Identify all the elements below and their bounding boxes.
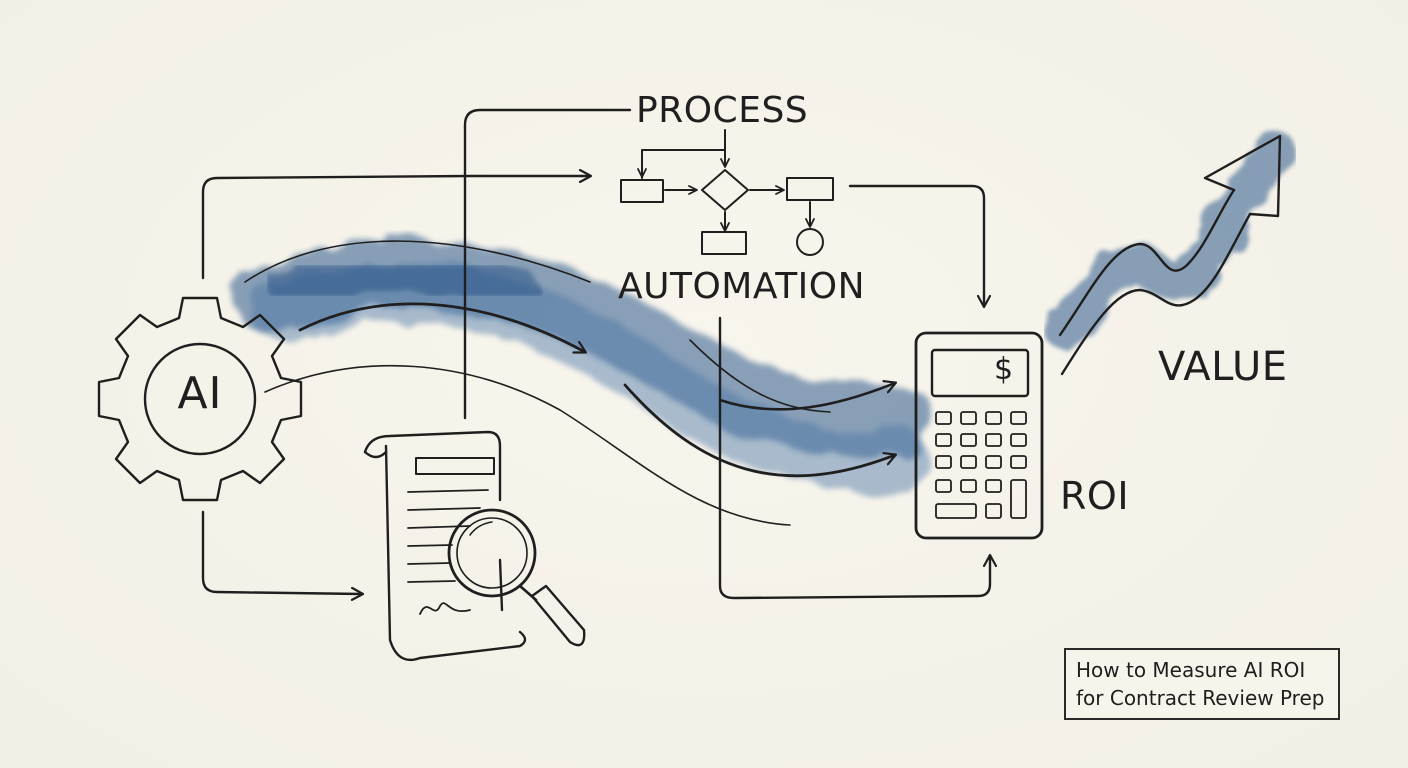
flow-arrow-1 [298,302,585,352]
guide-curve-mid [689,339,831,413]
connector-automation-to-roi [718,316,990,600]
title-box: How to Measure AI ROI for Contract Revie… [1064,648,1340,720]
value-label: VALUE [1158,344,1288,390]
magnifying-glass-icon [447,508,586,647]
ai-label: AI [177,368,223,419]
automation-label: AUTOMATION [618,266,866,307]
gear-icon [97,296,303,502]
roi-label: ROI [1060,474,1130,518]
trend-arrow-icon [1058,134,1282,376]
process-label: PROCESS [636,90,809,131]
flow-arrow-3 [623,383,895,478]
calculator-display-currency: $ [994,352,1014,387]
title-line-2: for Contract Review Prep [1076,686,1325,710]
title-line-1: How to Measure AI ROI [1076,658,1306,682]
flowchart-icon [620,129,834,256]
guide-curve-lower [264,364,791,526]
flow-arrow-2 [718,383,895,411]
document-scroll-icon [363,430,527,662]
guide-curve-upper [244,240,591,283]
connector-gear-to-process [201,176,590,280]
calculator-icon [914,331,1044,540]
connector-process-line [463,108,632,420]
connector-process-to-roi [848,184,984,306]
connector-gear-to-document [201,510,362,594]
watercolor-band [235,239,935,492]
watercolor-trend [1045,130,1295,350]
